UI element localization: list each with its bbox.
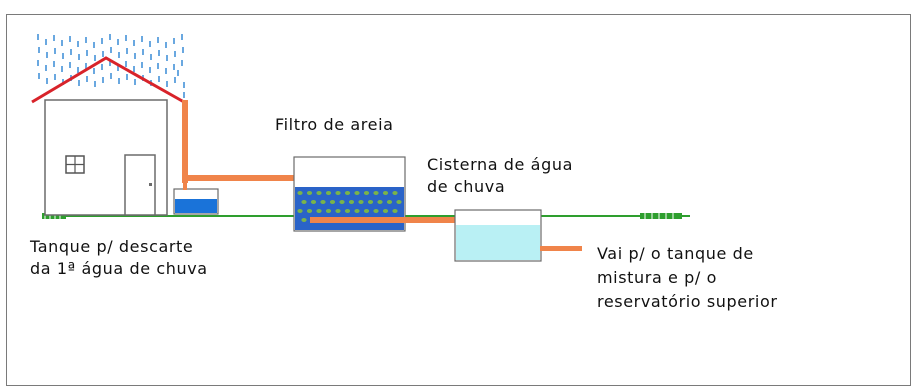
- sand-particle: [382, 209, 389, 213]
- house: [31, 56, 185, 216]
- first-flush-label-line1: Tanque p/ descarte: [30, 237, 194, 256]
- sand-particle: [348, 200, 355, 204]
- sand-particle: [377, 200, 383, 204]
- sand-particle: [325, 191, 332, 195]
- sand-particle: [306, 191, 313, 195]
- sand-particle: [396, 200, 402, 204]
- sand-particle: [392, 209, 398, 213]
- sand-particle: [316, 209, 322, 213]
- sand-filter-label: Filtro de areia: [275, 115, 394, 134]
- sand-particle: [339, 200, 345, 204]
- outlet-label-line2: mistura e p/ o: [597, 268, 718, 287]
- sand-particle: [335, 209, 341, 213]
- sand-particle: [386, 200, 393, 204]
- sand-particle: [297, 209, 303, 213]
- house-door-knob: [149, 183, 152, 186]
- sand-particle: [344, 209, 351, 213]
- sand-particle: [354, 191, 360, 195]
- sand-particle: [316, 191, 322, 195]
- sand-particle: [306, 209, 313, 213]
- sand-particle: [354, 209, 360, 213]
- first-flush-label-line2: da 1ª água de chuva: [30, 259, 208, 278]
- diagram-frame: [6, 14, 911, 386]
- sand-particle: [335, 191, 341, 195]
- first-flush-tank: [173, 183, 219, 215]
- sand-particle: [382, 191, 389, 195]
- cistern-label-line2: de chuva: [427, 177, 506, 196]
- sand-particle: [329, 200, 336, 204]
- sand-particle: [373, 191, 379, 195]
- rain-drops: [37, 34, 185, 98]
- sand-particle: [373, 209, 379, 213]
- filter-to-cistern-pipe: [310, 217, 456, 223]
- sand-particle: [310, 200, 317, 204]
- sand-particle: [325, 209, 332, 213]
- sand-particle: [363, 191, 370, 195]
- outlet-label-line3: reservatório superior: [597, 292, 778, 311]
- house-roof: [31, 56, 185, 104]
- sand-particle: [320, 200, 326, 204]
- house-window: [65, 155, 85, 174]
- sand-particle: [358, 200, 364, 204]
- cistern-label-line1: Cisterna de água: [427, 155, 573, 174]
- sand-particle: [301, 218, 307, 222]
- sand-particle: [392, 191, 398, 195]
- cistern-outlet-pipe: [540, 246, 582, 251]
- sand-particle: [301, 200, 307, 204]
- cistern: [454, 209, 542, 262]
- sand-particle: [297, 191, 303, 195]
- sand-particle: [367, 200, 374, 204]
- outlet-label-line1: Vai p/ o tanque de: [597, 244, 754, 263]
- sand-particle: [363, 209, 370, 213]
- ground-grass-right: [640, 213, 682, 219]
- sand-particle: [344, 191, 351, 195]
